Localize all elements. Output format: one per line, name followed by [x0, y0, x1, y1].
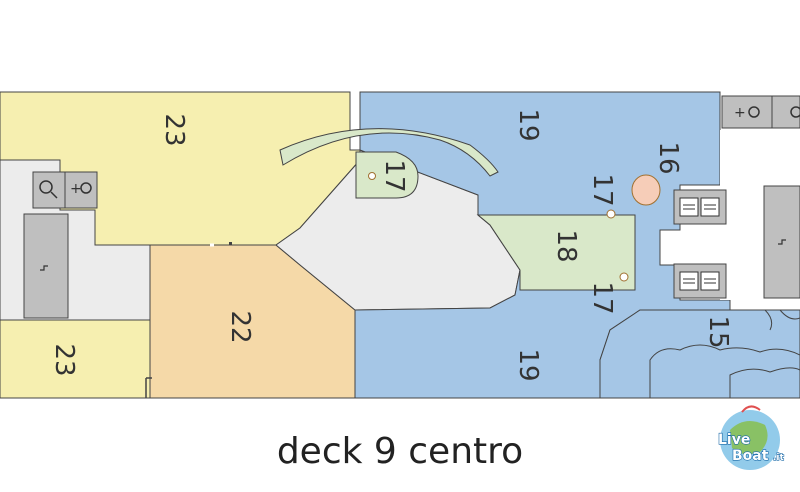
- area-label: 17: [379, 159, 409, 192]
- restroom-women-box: [32, 171, 66, 209]
- restroom-icon: +: [734, 105, 760, 121]
- elevator-icon: [679, 271, 720, 291]
- point-marker: [368, 172, 376, 180]
- area-label: 17: [587, 173, 617, 206]
- area-15-seating: [649, 344, 800, 398]
- restroom-icon: [790, 106, 800, 118]
- door-marker: [229, 242, 232, 245]
- logo-suffix: .it: [773, 453, 785, 463]
- point-marker: [619, 272, 629, 282]
- logo-line2: Boat: [732, 448, 769, 464]
- area-label: 23: [159, 113, 189, 146]
- area-label: 15: [703, 315, 733, 348]
- restroom-icon: +: [70, 181, 92, 197]
- area-16[interactable]: [631, 174, 661, 206]
- area-label: 16: [653, 141, 683, 174]
- area-label: 18: [551, 229, 581, 262]
- curved-bar[interactable]: [279, 128, 499, 177]
- area-17-round[interactable]: [355, 151, 419, 199]
- small-notch: [145, 377, 152, 398]
- area-label: 17: [587, 281, 617, 314]
- point-marker: [606, 209, 616, 219]
- area-label: 23: [49, 343, 79, 376]
- restroom-right-box-2: [771, 95, 800, 129]
- area-label: 19: [513, 108, 543, 141]
- area-label: 22: [225, 310, 255, 343]
- logo-line1: Live: [718, 432, 750, 448]
- restroom-icon: [39, 180, 58, 199]
- svg-text:+: +: [734, 105, 746, 121]
- area-15[interactable]: [599, 309, 800, 399]
- area-15-seating-2: [729, 367, 800, 398]
- area-15-edge: [764, 309, 800, 331]
- liveboat-logo: Live Boat .it: [717, 405, 785, 470]
- stairs-icon: [40, 265, 48, 271]
- stairs-icon: [778, 239, 786, 245]
- elevator-icon: [679, 197, 720, 217]
- svg-text:+: +: [70, 181, 82, 197]
- restroom-right-box-1: [721, 95, 773, 129]
- deck-caption: deck 9 centro: [277, 431, 523, 472]
- area-label: 19: [513, 348, 543, 381]
